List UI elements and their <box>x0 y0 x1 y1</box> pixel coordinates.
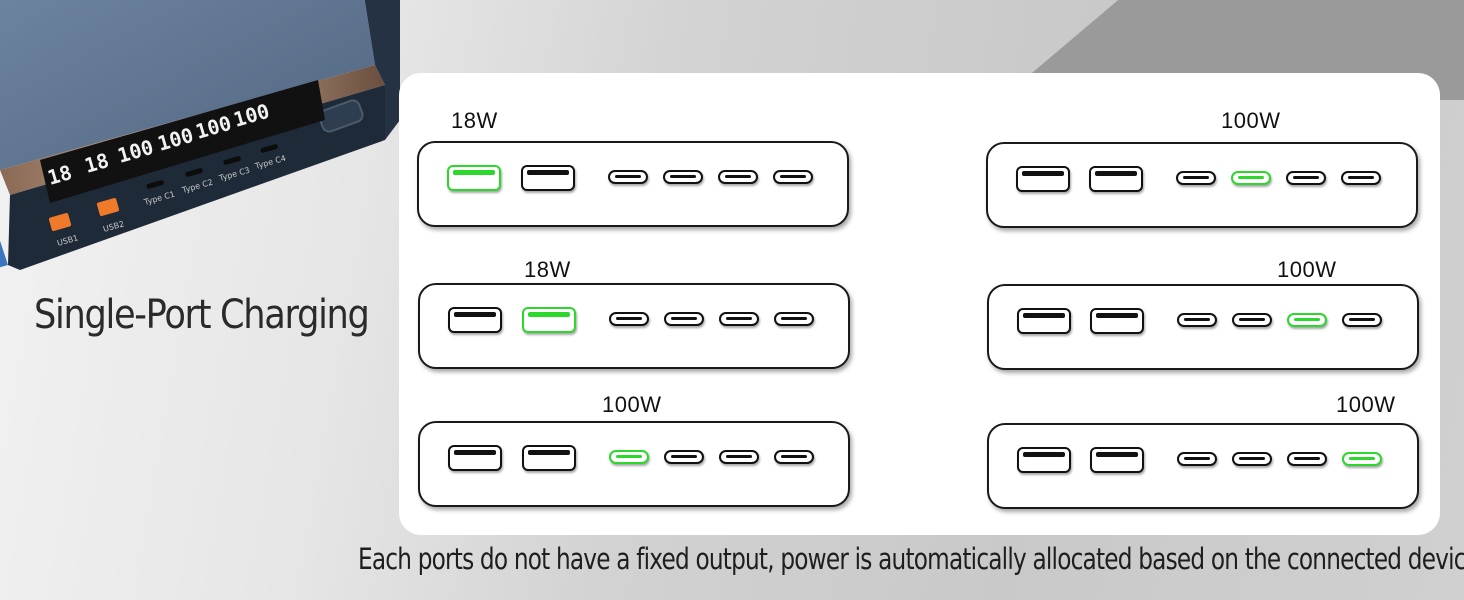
usb1-port <box>1017 447 1071 473</box>
usb2-port <box>1089 166 1143 192</box>
port-diagram-4 <box>986 142 1418 228</box>
usb1-port <box>1017 308 1071 334</box>
typec2-port <box>1232 313 1272 327</box>
typec4-port <box>1342 313 1382 327</box>
watt-label-1: 18W <box>451 108 498 133</box>
typec3-port <box>1286 171 1326 185</box>
watt-label-4: 100W <box>1221 108 1281 133</box>
typec1-port <box>609 312 649 326</box>
usb1-port <box>448 307 502 333</box>
typec2-port <box>663 170 703 184</box>
typec2-port-active <box>1231 171 1271 185</box>
usb1-port-active <box>447 165 501 191</box>
typec1-port-active <box>609 450 649 464</box>
typec1-port <box>1177 313 1217 327</box>
watt-label-2: 18W <box>524 257 571 282</box>
typec2-port <box>664 450 704 464</box>
usb2-port <box>1090 447 1144 473</box>
typec1-port <box>608 170 648 184</box>
usb2-port <box>521 165 575 191</box>
power-bank-image: 18 18 100 100 100 100 USB1 USB2 Type C1 … <box>0 0 400 270</box>
typec2-port <box>1232 452 1272 466</box>
port-diagram-6 <box>987 423 1419 509</box>
typec3-port <box>718 170 758 184</box>
typec2-port <box>664 312 704 326</box>
port-diagram-3 <box>418 421 850 507</box>
typec3-port-active <box>1287 313 1327 327</box>
typec3-port <box>719 312 759 326</box>
typec1-port <box>1176 171 1216 185</box>
usb1-port <box>1016 166 1070 192</box>
typec4-port <box>774 312 814 326</box>
port-diagram-2 <box>418 283 850 369</box>
page-title: Single-Port Charging <box>34 292 370 338</box>
usb2-port-active <box>522 307 576 333</box>
typec4-port-active <box>1342 452 1382 466</box>
typec4-port <box>774 450 814 464</box>
usb1-port <box>448 445 502 471</box>
typec4-port <box>1341 171 1381 185</box>
typec3-port <box>1287 452 1327 466</box>
footer-note: Each ports do not have a fixed output, p… <box>358 542 1464 576</box>
typec1-port <box>1177 452 1217 466</box>
usb2-port <box>1090 308 1144 334</box>
watt-label-5: 100W <box>1277 257 1337 282</box>
typec3-port <box>719 450 759 464</box>
port-diagram-5 <box>987 284 1419 370</box>
usb2-port <box>522 445 576 471</box>
typec4-port <box>773 170 813 184</box>
watt-label-3: 100W <box>602 392 662 417</box>
configuration-card: 18W 18W 100W 100W 100W <box>399 73 1440 535</box>
port-diagram-1 <box>417 141 849 227</box>
watt-label-6: 100W <box>1336 392 1396 417</box>
